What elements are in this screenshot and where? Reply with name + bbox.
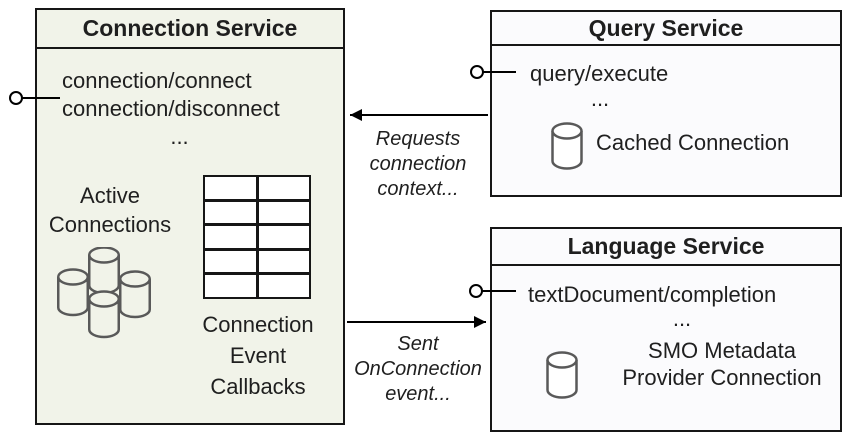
ellipsis: ...	[590, 86, 610, 111]
database-icon	[551, 122, 583, 170]
smo-metadata-label: SMO Metadata Provider Connection	[592, 337, 846, 391]
table-cell	[258, 250, 309, 273]
table-cell	[258, 201, 309, 224]
label-line: Callbacks	[210, 374, 306, 399]
connection-service-box: Connection Service connection/connect co…	[35, 8, 345, 425]
table-cell	[258, 226, 309, 248]
label-line: Requests	[375, 128, 461, 150]
method-line: connection/disconnect	[62, 96, 280, 121]
ellipsis: ...	[170, 124, 189, 149]
label-line: Event	[229, 343, 287, 368]
method-line: textDocument/completion	[528, 282, 777, 307]
table-cell	[258, 275, 309, 297]
label-line: SMO Metadata	[648, 338, 796, 363]
table-cell	[205, 250, 256, 273]
table-cell	[258, 177, 309, 199]
callbacks-table-icon	[203, 175, 311, 299]
sent-label: Sent OnConnection event...	[347, 332, 489, 407]
language-service-title: Language Service	[492, 229, 840, 266]
table-cell	[205, 275, 256, 297]
label-line: context...	[377, 178, 459, 200]
method-line: connection/connect	[62, 68, 252, 93]
label-line: Connection	[202, 312, 314, 337]
method-line: query/execute	[530, 61, 669, 86]
database-stack-icon	[57, 247, 151, 339]
table-cell	[205, 177, 256, 199]
connection-service-methods: connection/connect connection/disconnect…	[62, 67, 297, 151]
label-line: Sent	[397, 333, 439, 355]
label-line: connection	[369, 153, 467, 175]
label-line: Connections	[48, 212, 172, 237]
callbacks-label: Connection Event Callbacks	[183, 309, 333, 402]
database-icon	[546, 351, 578, 399]
cached-connection-label: Cached Connection	[596, 130, 790, 155]
requests-label: Requests connection context...	[347, 127, 489, 202]
ellipsis: ...	[672, 306, 692, 331]
table-cell	[205, 226, 256, 248]
language-service-box: Language Service textDocument/completion…	[490, 227, 842, 432]
label-line: OnConnection	[354, 358, 482, 380]
active-connections-label: Active Connections	[37, 181, 183, 239]
connection-service-title: Connection Service	[37, 10, 343, 49]
label-line: Provider Connection	[622, 365, 822, 390]
label-line: event...	[385, 383, 451, 405]
query-service-box: Query Service query/execute ... Cached C…	[490, 10, 842, 197]
query-service-title: Query Service	[492, 12, 840, 46]
label-line: Active	[80, 183, 140, 208]
table-cell	[205, 201, 256, 224]
